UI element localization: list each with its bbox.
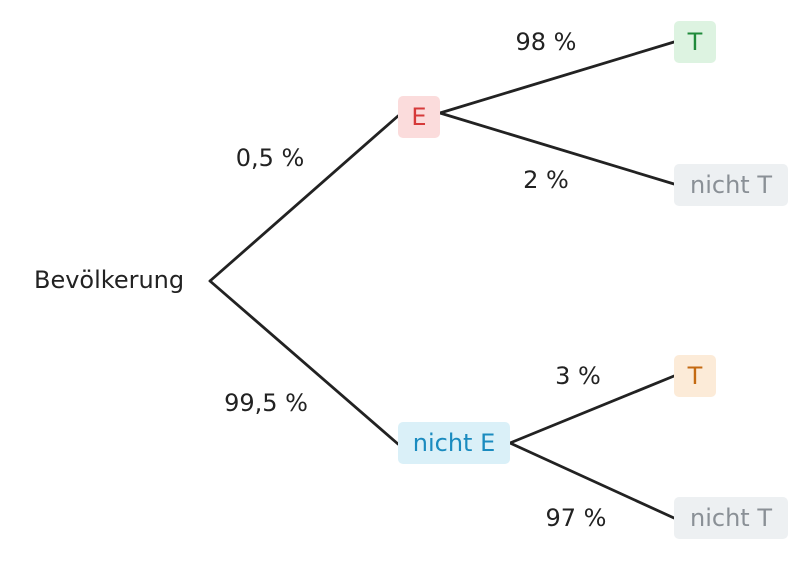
node-nicht-e-box — [398, 422, 510, 464]
root-label: Bevölkerung — [34, 266, 184, 294]
prob-label-e: 0,5 % — [236, 144, 305, 172]
node-e-nicht-t-box — [674, 164, 788, 206]
branch-nicht-e-to-t — [508, 374, 676, 445]
prob-label-e-t: 98 % — [516, 28, 577, 56]
node-nicht-e-t-label: T — [687, 362, 703, 390]
branch-nicht-e-to-nicht-t — [508, 441, 676, 520]
branch-e-to-t — [438, 40, 676, 115]
prob-label-nicht-e: 99,5 % — [224, 389, 308, 417]
prob-label-e-nicht-t: 2 % — [523, 166, 569, 194]
node-e-t-label: T — [687, 28, 703, 56]
branch-root-to-e — [208, 114, 400, 283]
node-nicht-e-t-box — [674, 355, 716, 397]
node-e-nicht-t-label: nicht T — [690, 171, 772, 199]
node-e-label: E — [411, 103, 426, 131]
node-nicht-e-nicht-t-box — [674, 497, 788, 539]
node-e-box — [398, 96, 440, 138]
node-nicht-e-label: nicht E — [413, 429, 496, 457]
prob-label-nicht-e-nicht-t: 97 % — [546, 504, 607, 532]
branch-e-to-nicht-t — [438, 111, 676, 186]
branch-root-to-nicht-e — [208, 279, 400, 446]
prob-label-nicht-e-t: 3 % — [555, 362, 601, 390]
node-e-t-box — [674, 21, 716, 63]
node-nicht-e-nicht-t-label: nicht T — [690, 504, 772, 532]
